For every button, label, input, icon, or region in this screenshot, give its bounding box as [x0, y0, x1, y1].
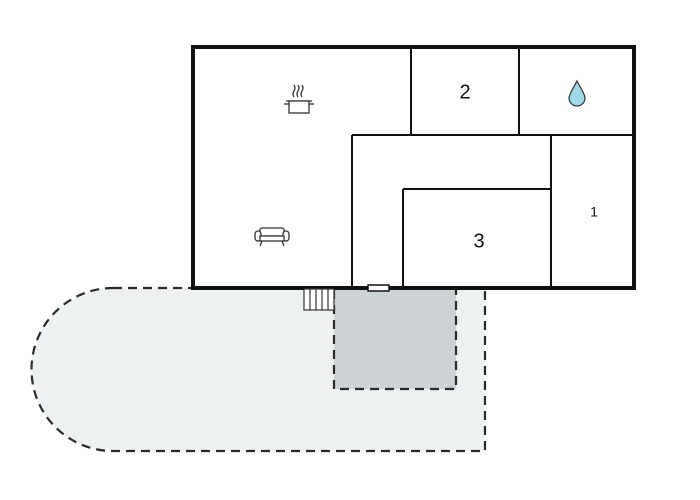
cooking-pot-icon	[284, 84, 314, 114]
house-outline	[191, 45, 636, 290]
room-label-2: 2	[459, 81, 470, 103]
water-drop-icon	[568, 79, 586, 107]
entrance-door	[367, 284, 390, 292]
covered-terrace-area	[332, 286, 458, 391]
exterior-steps	[303, 288, 335, 311]
room-label-1: 1	[590, 204, 598, 220]
sofa-icon	[254, 227, 290, 247]
interior-walls	[351, 47, 634, 288]
room-label-3: 3	[473, 230, 484, 252]
